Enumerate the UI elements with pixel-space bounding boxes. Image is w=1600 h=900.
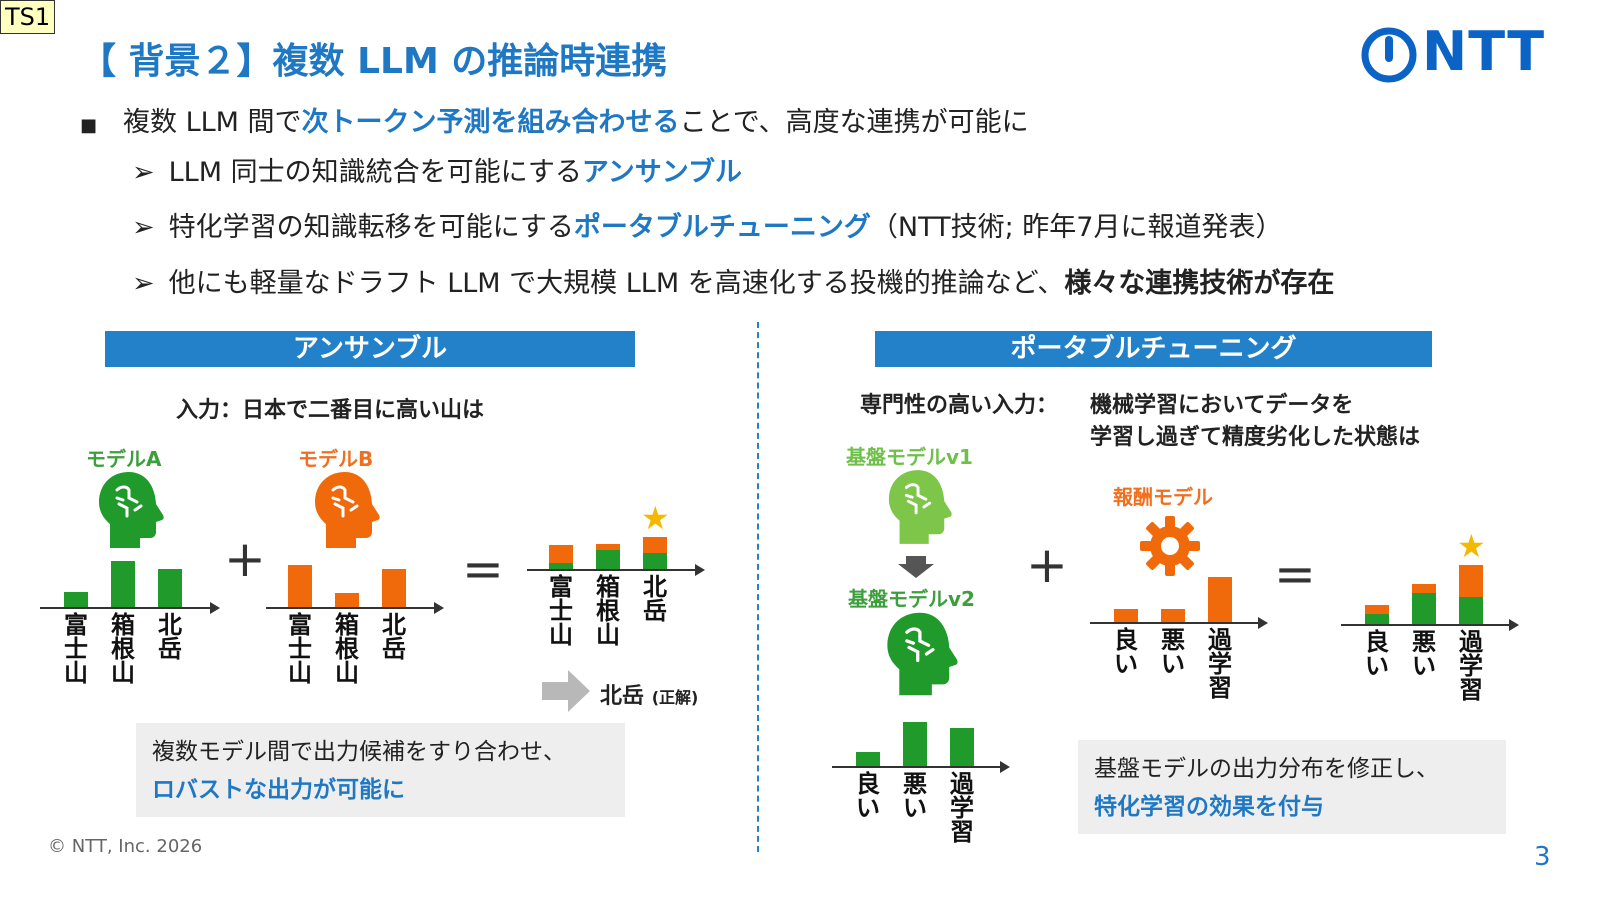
chart-axis bbox=[1341, 619, 1519, 631]
chart-category-label: 北岳 bbox=[158, 611, 182, 663]
model-b-head-icon bbox=[311, 470, 381, 554]
chart-bar bbox=[1459, 565, 1483, 597]
answer-arrow-icon bbox=[542, 670, 590, 716]
chart-bar bbox=[1365, 614, 1389, 624]
portable-input-line2: 学習し過ぎて精度劣化した状態は bbox=[1090, 425, 1421, 450]
chart-bar bbox=[903, 722, 927, 766]
chart-category-label: 悪い bbox=[1412, 628, 1436, 680]
plus-icon: + bbox=[224, 530, 266, 588]
square-bullet-icon: ■ bbox=[80, 115, 98, 136]
chart-bar bbox=[549, 563, 573, 569]
ntt-logo-mark-icon bbox=[1361, 27, 1417, 83]
chart-category-label: 悪い bbox=[903, 770, 927, 822]
portable-input-label: 専門性の高い入力： bbox=[860, 393, 1059, 418]
base-model-v2-head-icon bbox=[883, 610, 959, 702]
ntt-logo-text: NTT bbox=[1422, 20, 1546, 83]
chart-bar bbox=[856, 752, 880, 766]
chart-bar bbox=[1412, 584, 1436, 593]
ensemble-note: 複数モデル間で出力候補をすり合わせ、 ロバストな出力が可能に bbox=[136, 723, 625, 817]
chart-bar bbox=[1208, 577, 1232, 622]
chart-bar bbox=[549, 545, 573, 563]
portable-note: 基盤モデルの出力分布を修正し、 特化学習の効果を付与 bbox=[1078, 740, 1506, 834]
ensemble-input: 入力：日本で二番目に高い山は bbox=[176, 398, 485, 423]
section-divider bbox=[757, 322, 759, 852]
slide-tag: TS1 bbox=[0, 0, 56, 34]
chart-category-label: 良い bbox=[1114, 626, 1138, 678]
arrow-bullet-icon: ➢ bbox=[132, 212, 155, 243]
chart-category-label: 箱根山 bbox=[596, 573, 620, 649]
chart-bar bbox=[950, 728, 974, 766]
chart-axis bbox=[1090, 617, 1268, 629]
bullet-sub-portable: ➢特化学習の知識転移を可能にするポータブルチューニング（NTT技術; 昨年7月に… bbox=[132, 212, 1283, 243]
equals-icon: = bbox=[462, 540, 504, 598]
bullet-sub-other: ➢他にも軽量なドラフト LLM で大規模 LLM を高速化する投機的推論など、様… bbox=[132, 268, 1335, 299]
model-a-chart: 富士山箱根山北岳 bbox=[40, 496, 220, 685]
chart-bar bbox=[335, 593, 359, 607]
ensemble-result-chart: 富士山箱根山 ★ 北岳 bbox=[527, 459, 705, 647]
model-b-label: モデルB bbox=[298, 447, 374, 471]
model-a-head-icon bbox=[95, 470, 165, 554]
chart-category-label: 良い bbox=[1365, 628, 1389, 680]
base-model-v1-label: 基盤モデルv1 bbox=[846, 445, 973, 469]
chart-bar bbox=[1459, 597, 1483, 624]
star-icon: ★ bbox=[1457, 527, 1486, 565]
arrow-bullet-icon: ➢ bbox=[132, 157, 155, 188]
bullet-main: ■複数 LLM 間で次トークン予測を組み合わせることで、高度な連携が可能に bbox=[80, 107, 1029, 138]
arrow-bullet-icon: ➢ bbox=[132, 268, 155, 299]
chart-bar bbox=[643, 553, 667, 569]
chart-bar bbox=[382, 569, 406, 607]
ensemble-header: アンサンブル bbox=[105, 331, 635, 367]
model-b-chart: 富士山箱根山北岳 bbox=[266, 496, 444, 685]
chart-axis bbox=[832, 761, 1010, 773]
chart-axis bbox=[266, 602, 444, 614]
equals-icon: = bbox=[1274, 545, 1316, 603]
chart-category-label: 過学習 bbox=[1208, 626, 1232, 702]
chart-bar bbox=[111, 561, 135, 607]
chart-category-label: 箱根山 bbox=[335, 611, 359, 687]
reward-model-label: 報酬モデル bbox=[1113, 485, 1213, 509]
chart-category-label: 富士山 bbox=[64, 611, 88, 687]
base-model-v1-head-icon bbox=[885, 468, 953, 550]
copyright: © NTT, Inc. 2026 bbox=[48, 836, 203, 857]
portable-header: ポータブルチューニング bbox=[875, 331, 1432, 367]
chart-category-label: 悪い bbox=[1161, 626, 1185, 678]
star-icon: ★ bbox=[641, 499, 670, 537]
chart-bar bbox=[64, 592, 88, 607]
gear-icon bbox=[1138, 514, 1202, 582]
chart-category-label: 良い bbox=[856, 770, 880, 822]
bullet-sub-ensemble: ➢LLM 同士の知識統合を可能にするアンサンブル bbox=[132, 157, 742, 188]
model-a-label: モデルA bbox=[86, 447, 162, 471]
down-arrow-icon bbox=[898, 556, 934, 582]
slide-title: 【 背景２】複数 LLM の推論時連携 bbox=[80, 41, 668, 82]
chart-bar bbox=[596, 544, 620, 550]
chart-category-label: 過学習 bbox=[1459, 628, 1483, 704]
chart-category-label: 富士山 bbox=[549, 573, 573, 649]
chart-category-label: 北岳 bbox=[382, 611, 406, 663]
chart-category-label: 過学習 bbox=[950, 770, 974, 846]
chart-bar bbox=[288, 565, 312, 607]
chart-bar bbox=[1161, 609, 1185, 622]
chart-category-label: 箱根山 bbox=[111, 611, 135, 687]
reward-model-chart: 良い悪い過学習 bbox=[1090, 524, 1268, 700]
page-number: 3 bbox=[1534, 842, 1551, 872]
portable-result-chart: 良い悪い ★ 過学習 bbox=[1341, 527, 1519, 702]
chart-bar bbox=[158, 569, 182, 607]
chart-bar bbox=[1114, 609, 1138, 622]
chart-bar bbox=[643, 537, 667, 553]
plus-icon: + bbox=[1026, 536, 1068, 594]
answer: 北岳 (正解) bbox=[600, 684, 699, 709]
ntt-logo: NTT bbox=[1360, 20, 1544, 88]
chart-bar bbox=[596, 550, 620, 569]
chart-axis bbox=[527, 564, 705, 576]
chart-category-label: 富士山 bbox=[288, 611, 312, 687]
chart-axis bbox=[40, 602, 220, 614]
base-model-v2-label: 基盤モデルv2 bbox=[848, 587, 975, 611]
chart-category-label: 北岳 bbox=[643, 573, 667, 625]
base-model-v2-chart: 良い悪い過学習 bbox=[832, 668, 1010, 844]
chart-bar bbox=[1412, 593, 1436, 624]
portable-input-line1: 機械学習においてデータを bbox=[1090, 393, 1354, 418]
chart-bar bbox=[1365, 605, 1389, 614]
